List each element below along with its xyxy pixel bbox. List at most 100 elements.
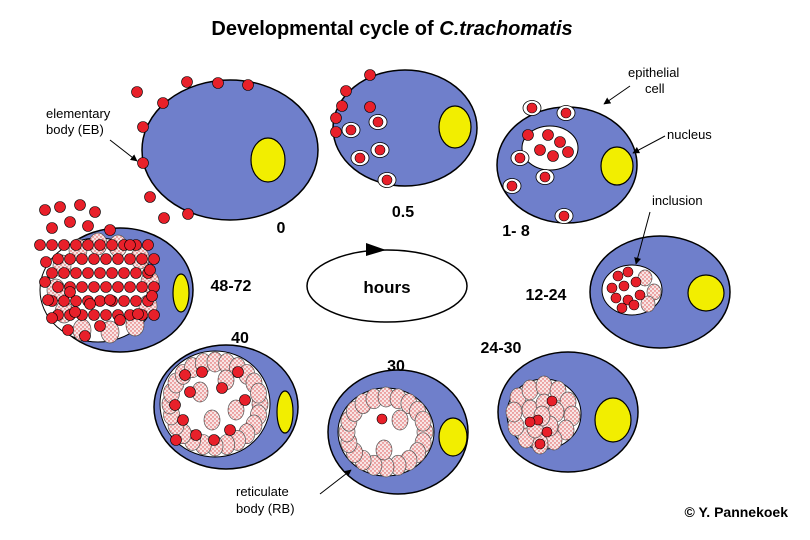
elementary-body [94,239,106,251]
elementary-body [610,292,622,304]
elementary-body [622,266,634,278]
elementary-body [330,112,342,124]
elementary-bodies-group [502,100,576,224]
elementary-body [216,382,228,394]
elementary-body [534,438,546,450]
elementary-body [354,152,366,164]
elementary-body [70,239,82,251]
cell-stage-0 [131,76,319,224]
elementary-bodies-group [131,76,254,224]
reticulate-body [640,295,656,313]
elementary-body [58,239,70,251]
cell-stage-40 [153,344,299,470]
elementary-body [118,295,130,307]
elementary-body [88,309,100,321]
inclusion-vacuole [521,125,579,171]
elementary-body [181,76,193,88]
diagram-title: Developmental cycle of C.trachomatis [211,18,572,40]
elementary-body [131,86,143,98]
elementary-body [224,424,236,436]
time-label-12-24: 12-24 [526,287,567,304]
reticulate-body [227,399,245,421]
elementary-body [232,366,244,378]
elementary-body [76,253,88,265]
nucleus [172,273,190,313]
elementary-body [148,253,160,265]
elementary-body [169,399,181,411]
elementary-body [82,239,94,251]
elementary-body [136,253,148,265]
reticulate-body [391,409,409,431]
annotation-elementary-body: elementary body (EB) [46,106,138,162]
elementary-body [100,281,112,293]
elementary-body [137,121,149,133]
elementary-body [612,270,624,282]
nucleus [276,390,294,434]
elementary-bodies-group [330,69,397,188]
elementary-body [618,280,630,292]
elementary-body [616,302,628,314]
elementary-body [524,416,536,428]
elementary-body [130,267,142,279]
eb-pointer-arrow [109,139,138,162]
bodies-group [338,386,434,478]
elementary-body [157,97,169,109]
cycle-direction-arrow [366,243,386,256]
elementary-body [42,294,54,306]
elementary-body [374,144,386,156]
cell-stage-1-8 [496,100,638,224]
elementary-body [112,253,124,265]
elementary-body [148,309,160,321]
elementary-body [190,429,202,441]
elementary-body [546,395,558,407]
elementary-body [345,124,357,136]
elementary-body [526,102,538,114]
reticulate-body [375,439,393,461]
nucleus [600,146,634,186]
annotation-rb-line2: body (RB) [236,501,295,516]
elementary-body [381,174,393,186]
elementary-body [124,281,136,293]
reticulate-body [521,379,539,401]
title-species: C.trachomatis [439,18,572,40]
elementary-body [52,281,64,293]
elementary-body [634,289,646,301]
elementary-body [558,210,570,222]
elementary-body [554,136,566,148]
cell-stage-12-24 [589,235,731,349]
elementary-body [84,298,96,310]
elementary-body [74,199,86,211]
nucleus [438,105,472,149]
cell-stage-48-72 [34,199,194,353]
epithelial-cell [141,79,319,221]
time-label-1-8: 1- 8 [502,223,530,240]
elementary-body [64,286,76,298]
nucleus [250,137,286,183]
elementary-body [130,295,142,307]
elementary-body [79,330,91,342]
elementary-body [542,129,554,141]
elementary-body [144,191,156,203]
annotation-epithelial-cell: epithelial cell [603,65,679,105]
elementary-body [39,276,51,288]
elementary-body [184,386,196,398]
elementary-body [46,267,58,279]
elementary-body [376,413,388,425]
elementary-body [58,295,70,307]
nucleus [687,274,725,312]
elementary-body [39,204,51,216]
elementary-body [70,267,82,279]
bodies-group [161,351,269,457]
elementary-body [364,101,376,113]
elementary-body [82,267,94,279]
elementary-body [46,239,58,251]
elementary-body [62,324,74,336]
annotation-nucleus: nucleus [632,127,712,154]
elementary-body [364,69,376,81]
bodies-group [34,199,160,344]
elementary-body [242,79,254,91]
elementary-body [100,253,112,265]
elementary-body [522,129,534,141]
elementary-body [100,309,112,321]
